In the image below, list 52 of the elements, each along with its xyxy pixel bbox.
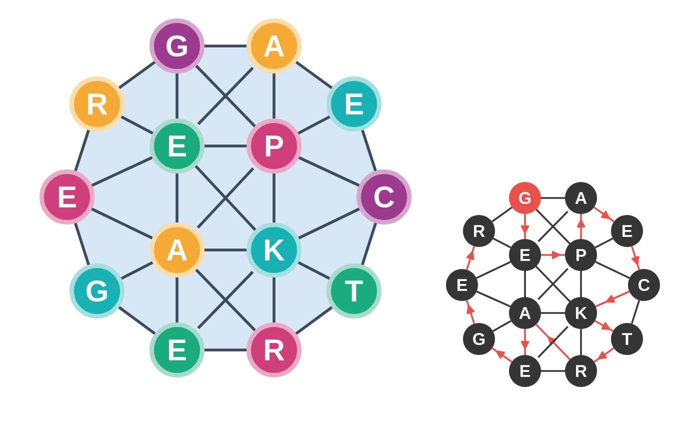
connector-line — [295, 61, 333, 89]
connector-line — [204, 248, 246, 252]
connector-line — [120, 261, 154, 280]
connector-line — [204, 348, 246, 352]
connector-line — [176, 174, 178, 222]
connector-line — [91, 208, 153, 240]
connector-line — [595, 261, 630, 279]
connector-line — [492, 238, 512, 248]
connector-line — [492, 320, 512, 332]
arrow — [594, 290, 630, 308]
connector-line — [491, 206, 513, 222]
connector-line — [580, 271, 582, 297]
connector-line — [298, 156, 360, 187]
arrow — [540, 250, 566, 260]
connector-line — [176, 278, 178, 322]
connector-line — [298, 261, 330, 280]
connector-line — [476, 290, 511, 308]
connector-line — [204, 44, 246, 48]
arrow — [491, 347, 513, 363]
connector-line — [74, 222, 90, 266]
connector-line — [630, 300, 640, 324]
connector-line — [74, 130, 90, 172]
connector-line — [272, 278, 276, 322]
connector-line — [118, 61, 156, 89]
arrow — [593, 347, 615, 363]
arrow — [466, 245, 476, 271]
connector-line — [176, 74, 178, 118]
connector-line — [580, 329, 582, 355]
arrow — [520, 328, 530, 356]
connector-line — [524, 271, 526, 297]
arrow — [520, 213, 530, 240]
connector-line — [361, 130, 377, 172]
connector-line — [120, 116, 154, 134]
connector-line — [272, 174, 276, 222]
connector-line — [541, 370, 565, 372]
connector-line — [361, 222, 377, 266]
connector-line — [594, 238, 614, 248]
connector-line — [91, 156, 153, 187]
connector-line — [298, 208, 360, 240]
arrow — [630, 245, 640, 271]
connector-line — [298, 116, 330, 134]
connector-line — [476, 261, 511, 279]
arrow — [593, 206, 615, 223]
arrow — [466, 299, 476, 325]
connector-line — [118, 306, 156, 335]
arrow — [576, 213, 586, 240]
connector-line — [295, 306, 333, 335]
connector-line — [272, 74, 276, 118]
connector-line — [204, 144, 246, 148]
connector-line — [541, 312, 565, 314]
arrow — [594, 320, 614, 332]
connector-line — [541, 197, 565, 199]
